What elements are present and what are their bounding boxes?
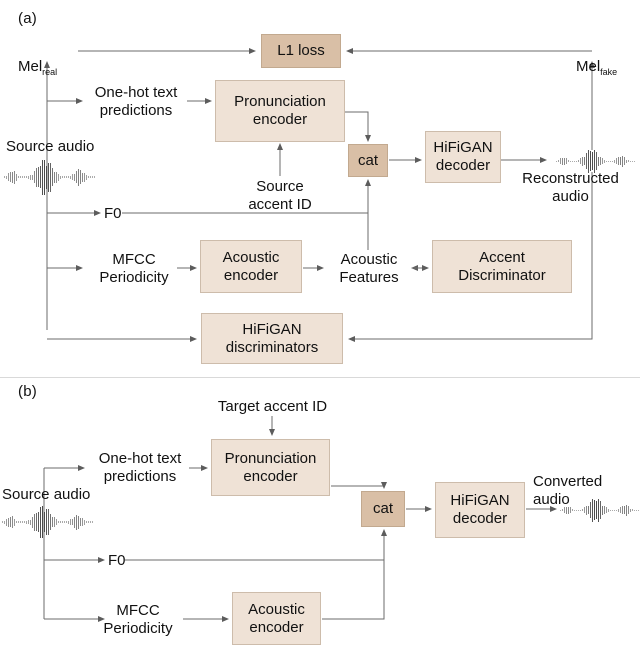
box-hifigan-discriminators: HiFiGAN discriminators xyxy=(201,313,343,364)
wire-pronenc-to-cat xyxy=(345,111,371,142)
one-hot-text-predictions-label-b: One-hot text predictions xyxy=(98,450,182,485)
box-cat-b: cat xyxy=(361,491,405,527)
waveform-icon-source-audio-a xyxy=(4,158,95,196)
box-accent-discriminator: Accent Discriminator xyxy=(432,240,572,293)
box-acoustic-encoder-a: Acoustic encoder xyxy=(200,240,302,293)
waveform-icon-source-audio-b xyxy=(2,505,93,539)
reconstructed-audio-label: Reconstructed audio xyxy=(522,170,619,205)
wire-acousticenc-to-cat-b xyxy=(322,560,385,620)
mel-real-label: Melreal xyxy=(18,40,57,77)
acoustic-features-label: Acoustic Features xyxy=(339,251,399,286)
mel-fake-label: Melfake xyxy=(576,40,617,77)
one-hot-text-predictions-label-a: One-hot text predictions xyxy=(94,84,178,119)
box-hifigan-decoder-a: HiFiGAN decoder xyxy=(425,131,501,183)
box-cat-label-b: cat xyxy=(372,500,393,518)
f0-label-b: F0 xyxy=(108,552,126,569)
box-acoustic-encoder-label-a: Acoustic encoder xyxy=(222,248,280,284)
box-accent-discriminator-label: Accent Discriminator xyxy=(458,248,546,284)
panel-divider xyxy=(0,377,640,378)
box-acoustic-encoder-label-b: Acoustic encoder xyxy=(248,600,305,636)
box-hifigan-discriminators-label: HiFiGAN discriminators xyxy=(225,320,319,356)
converted-audio-label: Converted audio xyxy=(533,473,603,508)
panel-label-a: (a) xyxy=(18,10,37,27)
mel-real-subscript: real xyxy=(42,66,58,77)
mfcc-periodicity-label-a: MFCC Periodicity xyxy=(99,251,169,286)
target-accent-id-label: Target accent ID xyxy=(217,398,328,415)
f0-label-a: F0 xyxy=(104,205,122,222)
mel-fake-base: Mel xyxy=(576,57,601,75)
box-l1-loss: L1 loss xyxy=(261,34,341,68)
waveform-icon-converted-audio xyxy=(560,497,639,523)
box-cat-a: cat xyxy=(348,144,388,177)
mel-real-base: Mel xyxy=(18,57,43,75)
box-pronunciation-encoder-b: Pronunciation encoder xyxy=(211,439,330,496)
source-accent-id-label: Source accent ID xyxy=(248,178,312,213)
box-cat-label-a: cat xyxy=(357,151,378,169)
source-audio-label-a: Source audio xyxy=(6,138,95,155)
box-pronunciation-encoder-a: Pronunciation encoder xyxy=(215,80,345,142)
box-acoustic-encoder-b: Acoustic encoder xyxy=(232,592,321,645)
box-pronunciation-encoder-label-a: Pronunciation encoder xyxy=(234,93,326,128)
box-hifigan-decoder-b: HiFiGAN decoder xyxy=(435,482,525,538)
box-pronunciation-encoder-label-b: Pronunciation encoder xyxy=(224,449,317,485)
wire-pronenc-to-cat-b xyxy=(331,482,387,489)
box-l1-loss-label: L1 loss xyxy=(277,42,325,60)
mfcc-periodicity-label-b: MFCC Periodicity xyxy=(103,602,173,637)
mel-fake-subscript: fake xyxy=(600,66,618,77)
waveform-icon-reconstructed-audio xyxy=(556,148,635,174)
box-hifigan-decoder-label-a: HiFiGAN decoder xyxy=(433,139,493,174)
source-audio-label-b: Source audio xyxy=(2,486,91,503)
box-hifigan-decoder-label-b: HiFiGAN decoder xyxy=(450,492,510,527)
panel-label-b: (b) xyxy=(18,383,37,400)
